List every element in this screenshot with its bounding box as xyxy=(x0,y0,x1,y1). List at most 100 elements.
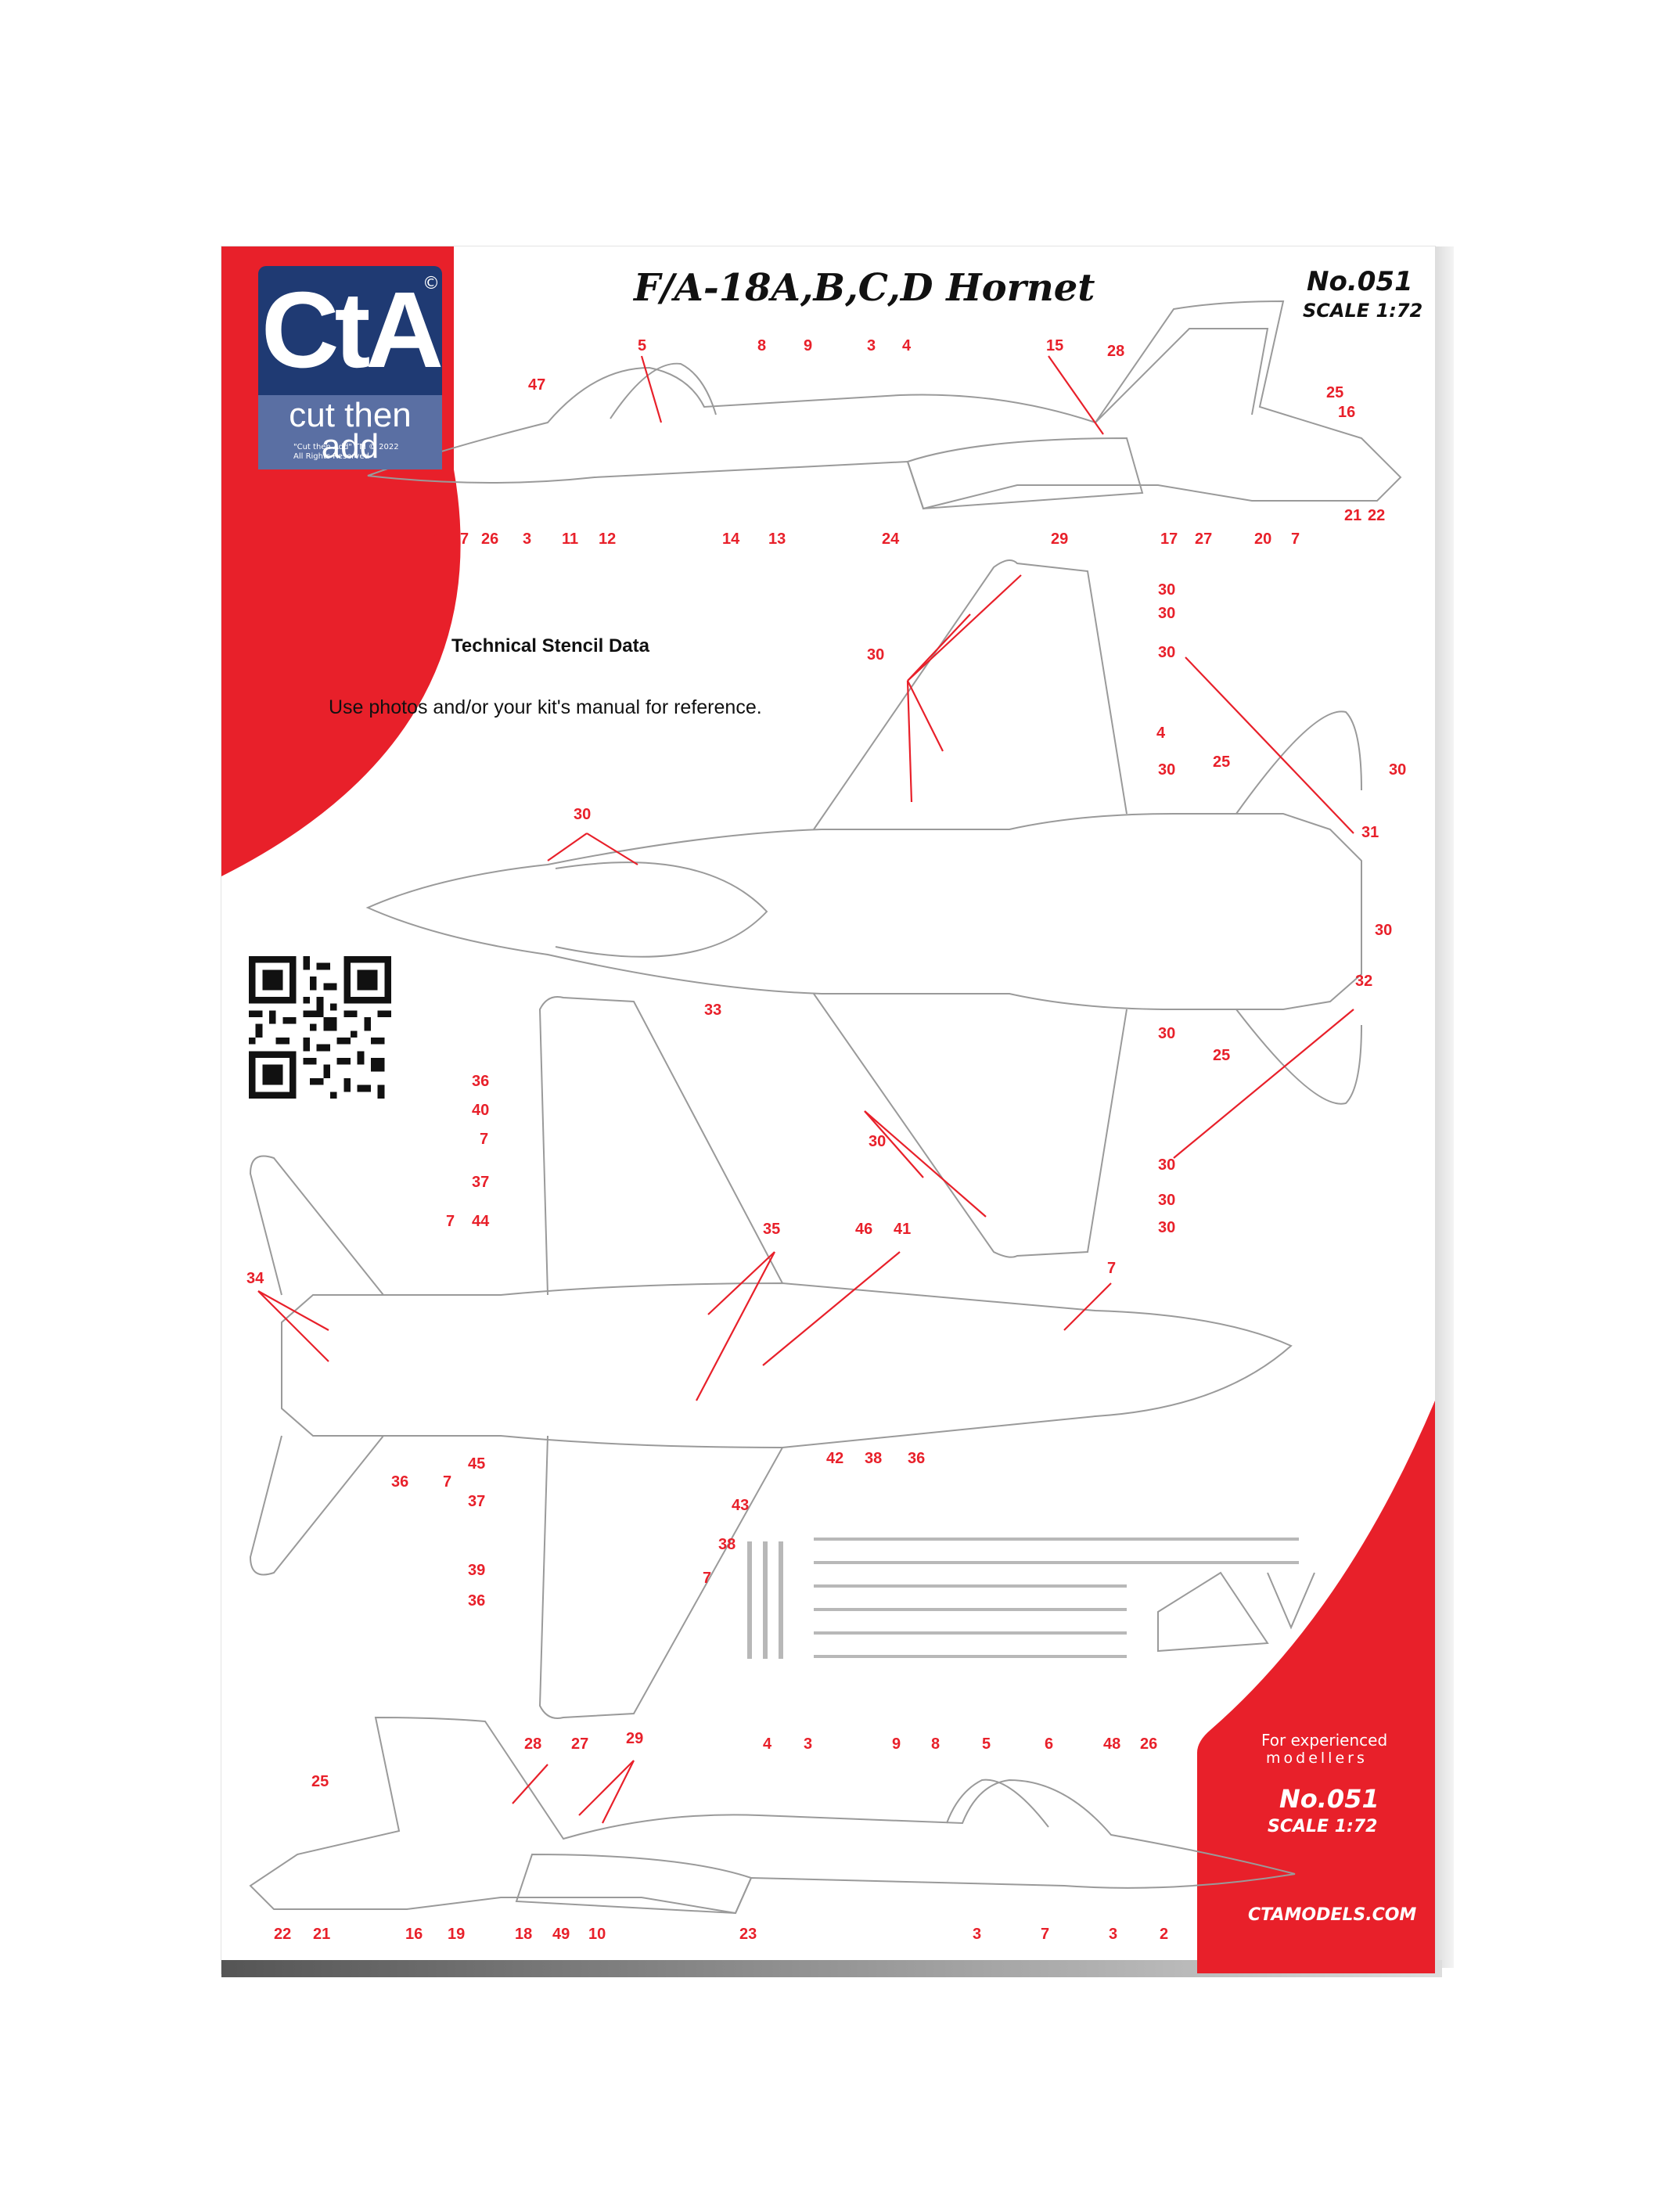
callout-label: 44 xyxy=(472,1213,490,1230)
fine-print: "Cut then Add" TM © 2022 All Rights Rese… xyxy=(293,443,399,461)
bottom-view-tail-upper xyxy=(249,1155,384,1296)
callout-label: 20 xyxy=(1254,531,1271,548)
side-view-top-tail xyxy=(1095,328,1269,423)
callout-label: 4 xyxy=(763,1735,772,1753)
info-note: Use photos and/or your kit's manual for … xyxy=(329,696,762,718)
callout-label: 27 xyxy=(571,1735,588,1753)
callout-label: 38 xyxy=(718,1536,735,1553)
stencil-sample-grid xyxy=(747,1538,1299,1659)
callout-label: 30 xyxy=(1158,605,1175,622)
callout-label: 30 xyxy=(867,646,884,664)
qr-code-icon xyxy=(249,956,391,1099)
callout-label: 38 xyxy=(865,1450,882,1467)
callout-label: 7 xyxy=(460,531,469,548)
side-view-bottom-canopy xyxy=(946,1779,1049,1828)
callout-label: 25 xyxy=(1326,384,1343,401)
callout-label: 30 xyxy=(869,1133,886,1150)
side-view-bottom-fuselage xyxy=(249,1716,1296,1915)
callout-label: 39 xyxy=(468,1562,485,1579)
callout-label: 30 xyxy=(1158,761,1175,779)
callout-label: 3 xyxy=(523,531,531,548)
callout-label: 3 xyxy=(804,1735,812,1753)
callout-label: 49 xyxy=(552,1926,570,1943)
callout-label: 22 xyxy=(1368,507,1385,524)
callout-label: 9 xyxy=(892,1735,901,1753)
website-url: CTAMODELS.COM xyxy=(1248,1905,1417,1925)
experience-note: For experienced xyxy=(1261,1731,1388,1750)
top-view-fuselage xyxy=(365,813,1362,1010)
top-view-tail-upper xyxy=(1235,710,1362,815)
callout-label: 5 xyxy=(982,1735,991,1753)
callout-label: 47 xyxy=(528,376,545,394)
callout-label: 29 xyxy=(1051,531,1068,548)
corner-scale: SCALE 1:72 xyxy=(1268,1817,1378,1836)
callout-label: 36 xyxy=(391,1473,408,1491)
callout-label: 7 xyxy=(1041,1926,1049,1943)
callout-label: 30 xyxy=(1158,1025,1175,1042)
stencil-triangle-shapes xyxy=(1157,1571,1315,1653)
callout-label: 26 xyxy=(481,531,498,548)
callout-label: 6 xyxy=(1045,1735,1053,1753)
cta-logo: CtA cut then add xyxy=(258,266,444,469)
callout-label: 28 xyxy=(524,1735,541,1753)
bottom-view-wing-upper xyxy=(538,996,783,1296)
callout-label: 11 xyxy=(562,531,578,548)
callout-label: 29 xyxy=(626,1730,643,1747)
callout-label: 23 xyxy=(739,1926,757,1943)
callout-label: 36 xyxy=(468,1592,485,1610)
callout-label: 36 xyxy=(908,1450,925,1467)
callout-label: 7 xyxy=(1107,1260,1116,1277)
callout-label: 15 xyxy=(1046,337,1063,354)
callout-label: 12 xyxy=(599,531,616,548)
callout-label: 30 xyxy=(1158,581,1175,599)
callout-label: 25 xyxy=(311,1773,329,1790)
sheet-shadow-right xyxy=(1435,246,1454,1968)
callout-label: 41 xyxy=(894,1221,911,1238)
callout-label: 7 xyxy=(1291,531,1300,548)
brand-red-band-corner xyxy=(1197,1401,1435,1973)
side-view-top-fuselage xyxy=(367,300,1402,510)
callout-label: 30 xyxy=(1389,761,1406,779)
callout-label: 9 xyxy=(804,337,812,354)
side-view-top-canopy xyxy=(610,362,717,419)
callout-label: 7 xyxy=(446,1213,455,1230)
corner-number: No.051 xyxy=(1279,1784,1379,1814)
callout-label: 8 xyxy=(931,1735,940,1753)
callout-label: 30 xyxy=(1158,1192,1175,1209)
callout-label: 36 xyxy=(472,1073,489,1090)
top-view-wing-lower xyxy=(813,993,1128,1258)
callout-label: 8 xyxy=(757,337,766,354)
callout-label: 30 xyxy=(1158,1219,1175,1236)
callout-label: 25 xyxy=(1213,754,1230,771)
top-view-canopy xyxy=(555,861,768,958)
callout-label: 34 xyxy=(246,1270,264,1287)
callout-label: 1 xyxy=(433,531,441,548)
sheet-number: No.051 xyxy=(1307,266,1413,297)
callout-label: 4 xyxy=(1156,725,1166,742)
callout-label: 16 xyxy=(1338,404,1355,421)
callout-label: 21 xyxy=(313,1926,330,1943)
callout-numbers: 5 8 9 3 4 15 28 47 25 16 1 7 26 3 11 12 … xyxy=(246,337,1406,1943)
callout-label: 16 xyxy=(405,1926,423,1943)
logo-wordmark: CtA xyxy=(258,266,444,395)
callout-label: 32 xyxy=(1355,973,1372,990)
sheet-scale: SCALE 1:72 xyxy=(1303,300,1423,322)
callout-label: 5 xyxy=(638,337,646,354)
side-view-bottom-intake xyxy=(515,1853,753,1915)
top-view-wing-upper xyxy=(813,559,1128,830)
callout-label: 30 xyxy=(1158,644,1175,661)
bottom-view-wing-lower xyxy=(538,1435,783,1719)
callout-label: 19 xyxy=(448,1926,465,1943)
callout-label: 30 xyxy=(1158,1156,1175,1174)
callout-label: 48 xyxy=(1103,1735,1120,1753)
callout-label: 7 xyxy=(703,1570,711,1587)
callout-label: 31 xyxy=(1361,824,1379,841)
copyright-mark: © xyxy=(423,274,440,293)
callout-label: 3 xyxy=(1109,1926,1117,1943)
side-view-top-intake xyxy=(906,437,1144,510)
callout-label: 4 xyxy=(902,337,912,354)
sheet-title: F/A-18A,B,C,D Hornet xyxy=(634,266,1095,310)
sheet-shadow-bottom xyxy=(221,1960,1442,1977)
top-view-tail-lower xyxy=(1235,1009,1362,1105)
info-heading: Technical Stencil Data xyxy=(451,635,649,656)
